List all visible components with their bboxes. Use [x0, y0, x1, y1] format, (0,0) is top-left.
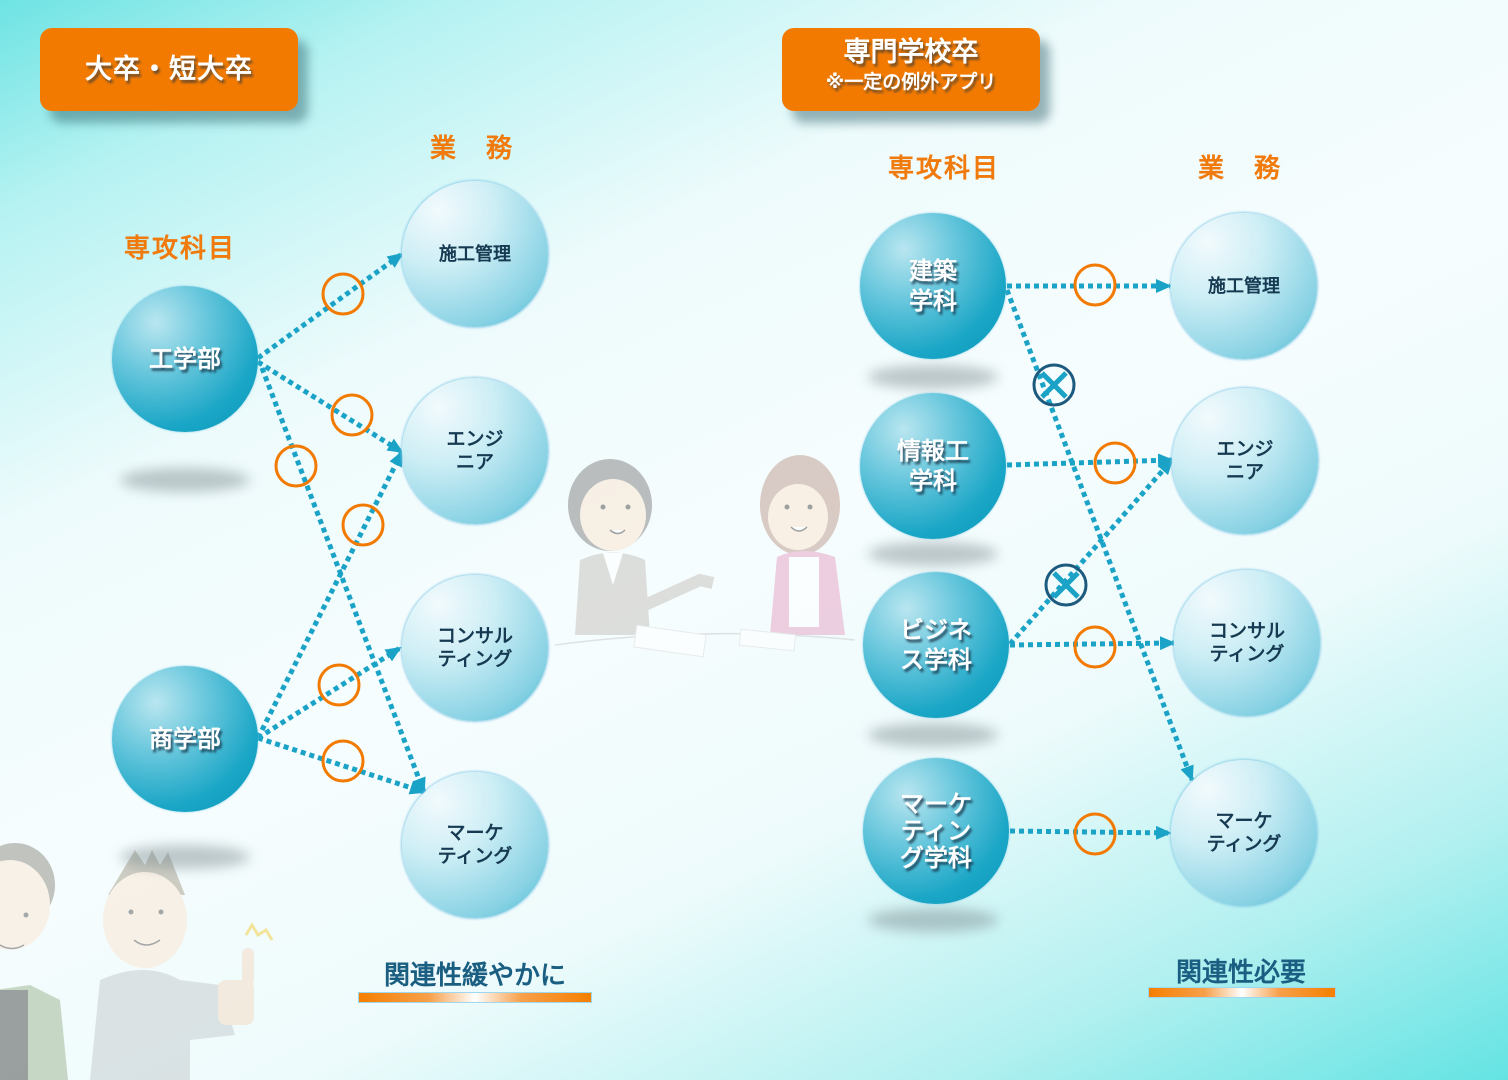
node-label: ビジネ ス学科 [900, 616, 972, 674]
node-label: マーケ ティング [1206, 810, 1282, 855]
right-major-information-engineering: 情報工 学科 [860, 393, 1006, 539]
left-job-marketing: マーケ ティング [402, 772, 548, 918]
left-job-engineer: エンジ ニア [402, 378, 548, 524]
right-job-marketing: マーケ ティング [1171, 760, 1317, 906]
node-shadow [868, 723, 998, 747]
badge-vocational-school: 専門学校卒 ※一定の例外アプリ [782, 28, 1040, 111]
badge-vocational-title: 専門学校卒 [843, 37, 979, 68]
right-major-architecture: 建築 学科 [860, 213, 1006, 359]
left-major-commerce: 商学部 [112, 666, 258, 812]
node-label: コンサル ティング [1208, 620, 1285, 665]
node-label: コンサル ティング [436, 625, 513, 670]
node-shadow [868, 908, 998, 932]
node-label: エンジ ニア [446, 428, 504, 473]
right-job-engineer: エンジ ニア [1172, 388, 1318, 534]
badge-vocational-subtitle: ※一定の例外アプリ [825, 71, 997, 93]
node-shadow [868, 365, 998, 389]
badge-university: 大卒・短大卒 [40, 28, 298, 111]
right-major-business: ビジネ ス学科 [863, 572, 1009, 718]
node-label: エンジ ニア [1216, 438, 1274, 483]
node-label: 情報工 学科 [897, 437, 969, 495]
left-job-consulting: コンサル ティング [402, 575, 548, 721]
right-job-construction-management: 施工管理 [1171, 213, 1317, 359]
node-shadow [120, 468, 250, 492]
right-job-header: 業 務 [1198, 154, 1283, 184]
left-footer-label: 関連性緩やかに [383, 961, 566, 991]
consultation-illustration [555, 455, 855, 658]
badge-university-title: 大卒・短大卒 [85, 54, 253, 85]
node-label: マーケ ティン グ学科 [900, 789, 972, 872]
right-job-consulting: コンサル ティング [1174, 570, 1320, 716]
node-label: 施工管理 [439, 243, 511, 265]
left-job-header: 業 務 [430, 134, 515, 164]
thumbs-up-illustration [0, 843, 274, 1080]
node-label: 施工管理 [1208, 275, 1280, 297]
right-major-marketing: マーケ ティン グ学科 [863, 758, 1009, 904]
left-footer-underline [358, 992, 592, 1003]
node-label: 商学部 [149, 725, 221, 753]
left-major-engineering: 工学部 [112, 286, 258, 432]
right-footer-label: 関連性必要 [1175, 958, 1306, 988]
node-label: 工学部 [149, 345, 221, 373]
ng-mark-icon [1032, 363, 1088, 607]
node-label: マーケ ティング [437, 822, 513, 867]
node-label: 建築 学科 [909, 257, 957, 315]
ok-mark-icon [274, 263, 1137, 856]
left-major-header: 専攻科目 [124, 234, 237, 264]
node-shadow [868, 542, 998, 566]
right-major-header: 専攻科目 [888, 154, 1001, 184]
node-shadow [120, 845, 250, 869]
right-footer-underline [1148, 987, 1336, 998]
left-job-construction-management: 施工管理 [402, 181, 548, 327]
